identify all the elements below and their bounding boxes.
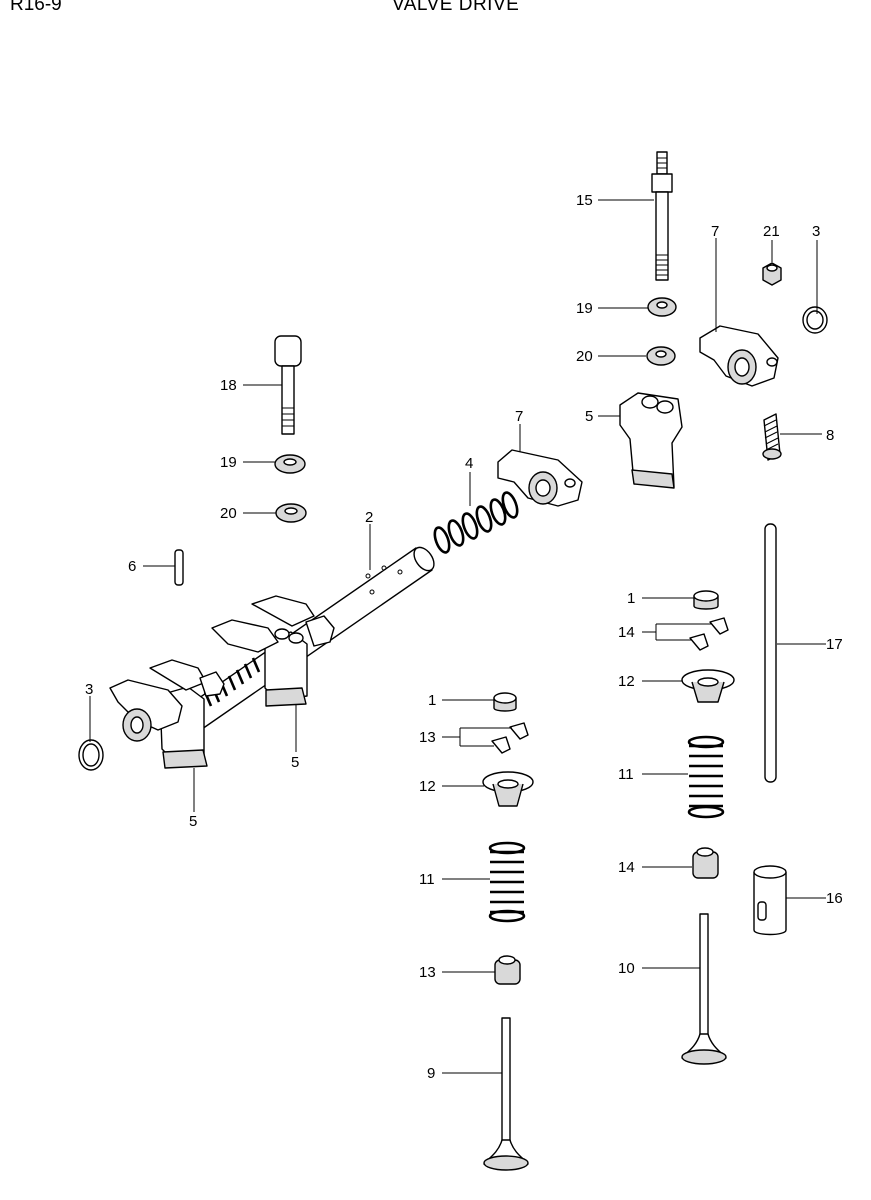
part-7-rocker-arm-middle bbox=[497, 449, 583, 507]
part-11-valve-spring-center bbox=[488, 841, 526, 923]
callout-9: 9 bbox=[427, 1065, 435, 1082]
callout-14-center: 13 bbox=[419, 964, 436, 981]
part-3-snap-ring-left bbox=[78, 739, 104, 771]
callout-14-right: 14 bbox=[618, 859, 635, 876]
callout-3-left: 3 bbox=[85, 681, 93, 698]
part-3-snap-ring-right bbox=[802, 306, 828, 334]
callout-5-left: 5 bbox=[189, 813, 197, 830]
part-21-nut bbox=[762, 262, 782, 286]
part-18-bolt bbox=[274, 335, 302, 435]
callout-17: 17 bbox=[826, 636, 843, 653]
part-12-retainer-center bbox=[482, 771, 534, 807]
callout-13-center: 13 bbox=[419, 729, 436, 746]
callout-7-right: 7 bbox=[711, 223, 719, 240]
callout-18: 18 bbox=[220, 377, 237, 394]
leader-lines bbox=[89, 199, 826, 1074]
part-7-rocker-arm-right bbox=[699, 325, 779, 387]
part-19-washer-right bbox=[647, 297, 677, 317]
part-1-cap-center bbox=[493, 692, 517, 712]
part-14-seal-center bbox=[494, 955, 521, 985]
callout-2: 2 bbox=[365, 509, 373, 526]
callout-11-right: 11 bbox=[618, 766, 634, 783]
part-13-collet-right bbox=[689, 617, 729, 651]
callout-labels: 15 7 21 3 19 20 5 8 7 4 2 18 19 20 6 3 5… bbox=[85, 192, 843, 1082]
callout-1-center: 1 bbox=[428, 692, 436, 709]
callout-19-left: 19 bbox=[220, 454, 237, 471]
callout-7-middle: 7 bbox=[515, 408, 523, 425]
part-15-stud bbox=[651, 151, 673, 281]
callout-4: 4 bbox=[465, 455, 473, 472]
part-2-rocker-shaft-assembly bbox=[109, 546, 435, 769]
part-11-valve-spring-right bbox=[687, 735, 725, 819]
part-13-collet-center bbox=[491, 722, 529, 754]
callout-6: 6 bbox=[128, 558, 136, 575]
callout-12-right: 12 bbox=[618, 673, 635, 690]
callout-8: 8 bbox=[826, 427, 834, 444]
callout-20-right: 20 bbox=[576, 348, 593, 365]
part-1-cap-right bbox=[693, 590, 719, 610]
callout-1-right: 1 bbox=[627, 590, 635, 607]
callout-20-left: 20 bbox=[220, 505, 237, 522]
callout-21: 21 bbox=[763, 223, 780, 240]
callout-5-middle: 5 bbox=[291, 754, 299, 771]
part-10-valve bbox=[681, 913, 727, 1065]
page-code: R16-9 bbox=[10, 0, 62, 15]
callout-10: 10 bbox=[618, 960, 635, 977]
callout-13-right: 14 bbox=[618, 624, 635, 641]
callout-3-right: 3 bbox=[812, 223, 820, 240]
part-14-seal-right bbox=[692, 847, 719, 879]
part-9-valve bbox=[483, 1017, 529, 1171]
part-6-pin bbox=[174, 549, 184, 586]
part-12-retainer-right bbox=[681, 669, 735, 703]
callout-15: 15 bbox=[576, 192, 593, 209]
part-17-push-rod bbox=[764, 523, 777, 783]
part-19-washer-left bbox=[274, 454, 306, 474]
diagram-title: VALVE DRIVE bbox=[392, 0, 520, 15]
part-5-bracket-right bbox=[619, 392, 683, 489]
callout-11-center: 11 bbox=[419, 871, 435, 888]
part-20-washer-right bbox=[646, 346, 676, 366]
callout-16: 16 bbox=[826, 890, 843, 907]
part-16-tappet bbox=[753, 865, 787, 936]
callout-5-right: 5 bbox=[585, 408, 593, 425]
callout-19-right: 19 bbox=[576, 300, 593, 317]
part-20-washer-left bbox=[275, 503, 307, 523]
callout-12-center: 12 bbox=[419, 778, 436, 795]
part-8-adjusting-screw bbox=[762, 413, 782, 461]
part-4-spring bbox=[433, 491, 519, 554]
